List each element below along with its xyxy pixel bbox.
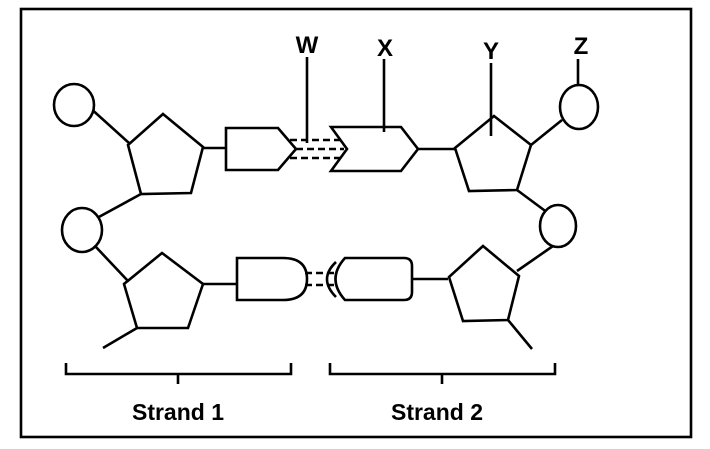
diagram-frame [19,7,693,439]
strand-1-label: Strand 1 [132,399,224,425]
bond-phosphate1-sugar1 [87,105,130,144]
label-x: X [377,35,393,62]
bond-sugar3-phosphate4 [516,188,549,215]
base-4-cupped [334,256,414,302]
label-z: Z [574,33,589,60]
sugar-4 [447,244,521,323]
phosphate-3 [558,83,600,131]
phosphate-1 [52,82,96,128]
label-y: Y [483,38,499,65]
bracket-strand-1 [64,363,293,384]
bond-phosphate4-sugar4 [516,244,554,273]
hydrogen-bonds-bottom [305,271,337,287]
phosphate-4 [538,203,578,249]
bracket-strand-2 [328,363,557,384]
sugar2-tail [102,326,138,350]
bond-sugar3-phosphate3 [530,118,563,147]
phosphate-2 [60,206,104,254]
base-2-rounded [235,256,309,302]
base-4-cup-inner [325,261,337,298]
sugar-2 [122,251,205,330]
bond-phosphate2-sugar2 [94,245,129,282]
bond-sugar1-phosphate2 [96,192,142,220]
label-w: W [296,32,319,59]
sugar4-tail [506,319,534,350]
sugar-1 [126,112,205,196]
strand-2-label: Strand 2 [391,399,483,425]
base-3-notched [328,125,420,173]
sugar-3 [453,114,533,193]
base-1-pointed [224,126,298,172]
